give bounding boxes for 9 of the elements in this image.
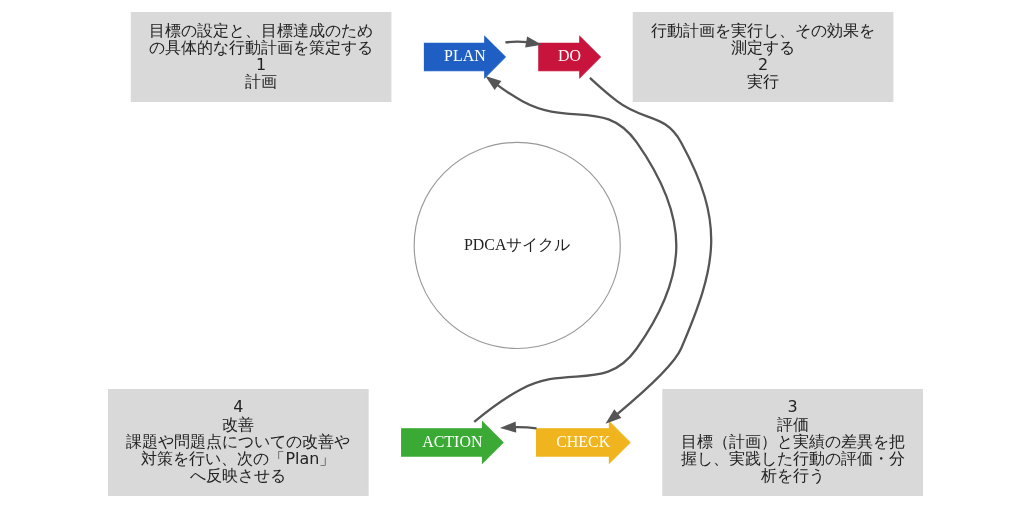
node-box: 行動計画を実行し、その効果を測定する 2 実行 — [632, 12, 893, 102]
arrow — [588, 77, 712, 424]
arrow — [472, 75, 677, 423]
arrow — [504, 36, 542, 48]
arrow — [499, 421, 537, 433]
node-box: 4 改善 課題や問題点についての改善や対策を行い、次の「Plan」へ反映させる — [107, 388, 369, 496]
node-box: 3 評価 目標（計画）と実績の差異を把握し、実践した行動の評価・分析を行う — [661, 388, 923, 496]
node-box: 目標の設定と、目標達成のための具体的な行動計画を策定する 1 計画 — [130, 12, 391, 102]
node-circle: PDCAサイクル — [413, 141, 621, 350]
